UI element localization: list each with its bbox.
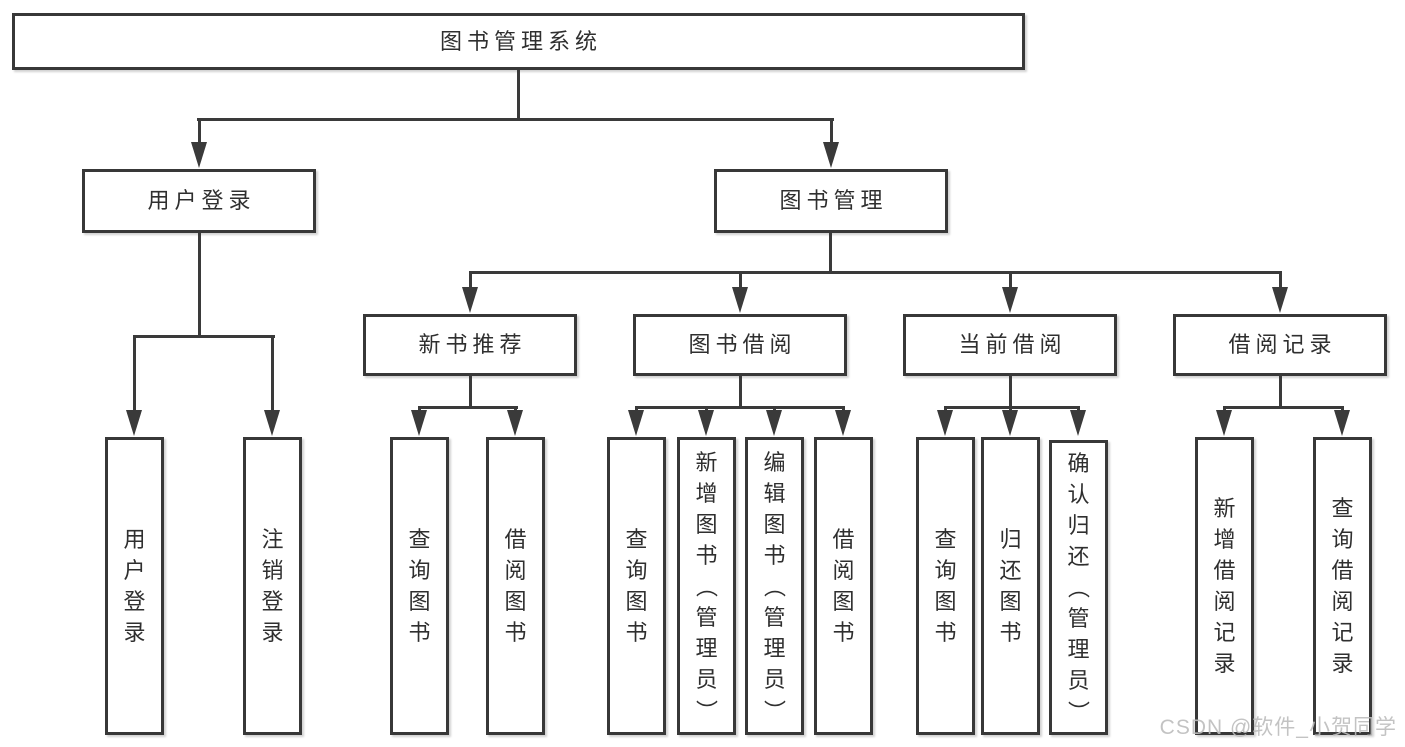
node-borrow-books-1: 借阅图书 bbox=[486, 437, 545, 735]
arrow-to-add-borrow-record bbox=[1216, 406, 1232, 436]
connector-root-trunk bbox=[517, 70, 520, 118]
node-label: 用户登录 bbox=[147, 188, 256, 213]
arrow-to-borrow-books-1 bbox=[507, 406, 523, 436]
node-label: 图书管理 bbox=[779, 188, 888, 213]
connector-user-login-trunk bbox=[198, 233, 201, 337]
node-confirm-return-admin: 确认归还（管理员） bbox=[1049, 440, 1108, 735]
node-add-borrow-record: 新增借阅记录 bbox=[1195, 437, 1254, 735]
arrow-to-edit-book bbox=[766, 406, 782, 436]
node-label: 当前借阅 bbox=[958, 332, 1067, 357]
node-label: 借阅记录 bbox=[1228, 332, 1337, 357]
connector-book-management-split bbox=[469, 271, 1282, 274]
arrow-to-new-book-recommend bbox=[462, 271, 478, 313]
node-label: 图书借阅 bbox=[688, 332, 797, 357]
node-label: 图书管理系统 bbox=[439, 28, 602, 54]
node-book-management: 图书管理 bbox=[714, 169, 948, 233]
node-edit-book-admin: 编辑图书（管理员） bbox=[745, 437, 804, 735]
node-label: 新书推荐 bbox=[418, 332, 527, 357]
arrow-to-query-borrow-record bbox=[1334, 406, 1350, 436]
node-return-books: 归还图书 bbox=[981, 437, 1040, 735]
arrow-to-confirm-return bbox=[1070, 406, 1086, 436]
arrow-to-add-book bbox=[698, 406, 714, 436]
arrow-to-query-books-1 bbox=[411, 406, 427, 436]
connector-new-book-trunk bbox=[469, 376, 472, 407]
connector-current-borrowing-split bbox=[944, 406, 1080, 409]
arrow-to-borrowing-records bbox=[1272, 271, 1288, 313]
arrow-to-query-books-2 bbox=[628, 406, 644, 436]
arrow-to-login-action bbox=[126, 335, 142, 436]
node-book-borrowing: 图书借阅 bbox=[633, 314, 847, 376]
arrow-to-borrow-books-2 bbox=[835, 406, 851, 436]
node-new-book-recommend: 新书推荐 bbox=[363, 314, 577, 376]
connector-new-book-split bbox=[418, 406, 518, 409]
arrow-to-return-books bbox=[1002, 406, 1018, 436]
connector-book-borrowing-split bbox=[636, 406, 845, 409]
node-add-book-admin: 新增图书（管理员） bbox=[677, 437, 736, 735]
connector-root-split bbox=[197, 118, 834, 121]
connector-user-login-split bbox=[133, 335, 275, 338]
node-user-login: 用户登录 bbox=[82, 169, 316, 233]
connector-book-management-trunk bbox=[829, 233, 832, 273]
node-borrowing-records: 借阅记录 bbox=[1173, 314, 1387, 376]
node-query-books-2: 查询图书 bbox=[607, 437, 666, 735]
arrow-to-query-books-3 bbox=[937, 406, 953, 436]
connector-book-borrowing-trunk bbox=[739, 376, 742, 407]
csdn-watermark: CSDN @软件_小贺同学 bbox=[1159, 716, 1397, 739]
node-library-management-system: 图书管理系统 bbox=[12, 13, 1025, 70]
node-borrow-books-2: 借阅图书 bbox=[814, 437, 873, 735]
node-query-books-1: 查询图书 bbox=[390, 437, 449, 735]
connector-borrowing-records-split bbox=[1223, 406, 1344, 409]
arrow-to-book-borrowing bbox=[732, 271, 748, 313]
arrow-to-current-borrowing bbox=[1002, 271, 1018, 313]
arrow-to-book-management bbox=[823, 118, 839, 168]
connector-current-borrowing-trunk bbox=[1009, 376, 1012, 407]
node-user-login-action: 用户登录 bbox=[105, 437, 164, 735]
connector-borrowing-records-trunk bbox=[1279, 376, 1282, 407]
node-query-books-3: 查询图书 bbox=[916, 437, 975, 735]
node-logout: 注销登录 bbox=[243, 437, 302, 735]
node-query-borrow-record: 查询借阅记录 bbox=[1313, 437, 1372, 735]
arrow-to-user-login bbox=[191, 118, 207, 168]
node-current-borrowing: 当前借阅 bbox=[903, 314, 1117, 376]
arrow-to-logout bbox=[264, 335, 280, 436]
